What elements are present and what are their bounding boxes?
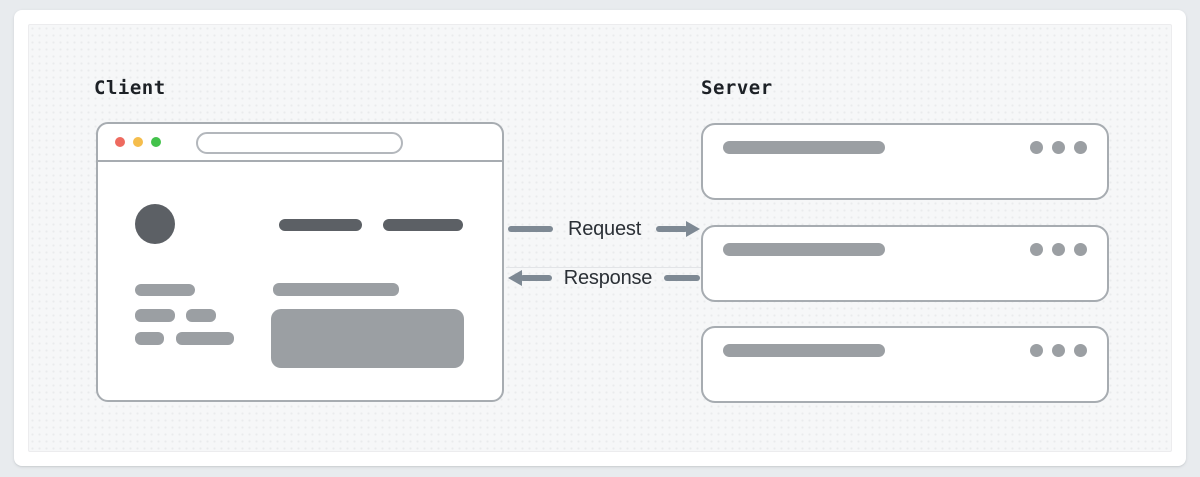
server-node xyxy=(701,225,1109,302)
client-browser-window xyxy=(96,122,504,402)
traffic-light-minimize-icon xyxy=(133,137,143,147)
server-node xyxy=(701,326,1109,403)
response-line-segment xyxy=(664,275,700,281)
server-led-dot xyxy=(1052,243,1065,256)
server-led-dot xyxy=(1030,141,1043,154)
server-led-group xyxy=(1030,344,1087,357)
server-led-dot xyxy=(1052,141,1065,154)
server-led-dot xyxy=(1030,344,1043,357)
arrow-right-icon xyxy=(656,221,700,237)
server-led-dot xyxy=(1074,243,1087,256)
skeleton-text-bar xyxy=(135,309,175,322)
server-node xyxy=(701,123,1109,200)
browser-titlebar xyxy=(98,124,502,162)
skeleton-text-bar xyxy=(273,283,399,296)
server-label-bar xyxy=(723,344,885,357)
server-label: Server xyxy=(701,77,773,99)
skeleton-text-bar xyxy=(186,309,216,322)
browser-url-bar xyxy=(196,132,403,154)
skeleton-heading-bar xyxy=(279,219,362,231)
client-label: Client xyxy=(94,77,166,99)
skeleton-heading-bar xyxy=(383,219,463,231)
skeleton-content-block xyxy=(271,309,464,368)
server-label-bar xyxy=(723,243,885,256)
server-label-bar xyxy=(723,141,885,154)
server-led-group xyxy=(1030,243,1087,256)
traffic-light-maximize-icon xyxy=(151,137,161,147)
response-flow: Response xyxy=(508,264,700,292)
skeleton-text-bar xyxy=(176,332,234,345)
request-line-segment xyxy=(508,226,553,232)
skeleton-text-bar xyxy=(135,332,164,345)
response-label: Response xyxy=(563,266,653,289)
diagram-panel: Client Server xyxy=(28,24,1172,452)
request-label: Request xyxy=(567,217,642,240)
server-led-dot xyxy=(1052,344,1065,357)
traffic-light-close-icon xyxy=(115,137,125,147)
request-flow: Request xyxy=(508,215,700,243)
arrow-left-icon xyxy=(508,270,552,286)
browser-content xyxy=(98,162,502,398)
skeleton-text-bar xyxy=(135,284,195,296)
avatar-placeholder xyxy=(135,204,175,244)
diagram-card: Client Server xyxy=(14,10,1186,466)
flow-divider-line xyxy=(506,267,702,268)
server-led-dot xyxy=(1030,243,1043,256)
server-led-dot xyxy=(1074,141,1087,154)
server-led-group xyxy=(1030,141,1087,154)
server-led-dot xyxy=(1074,344,1087,357)
